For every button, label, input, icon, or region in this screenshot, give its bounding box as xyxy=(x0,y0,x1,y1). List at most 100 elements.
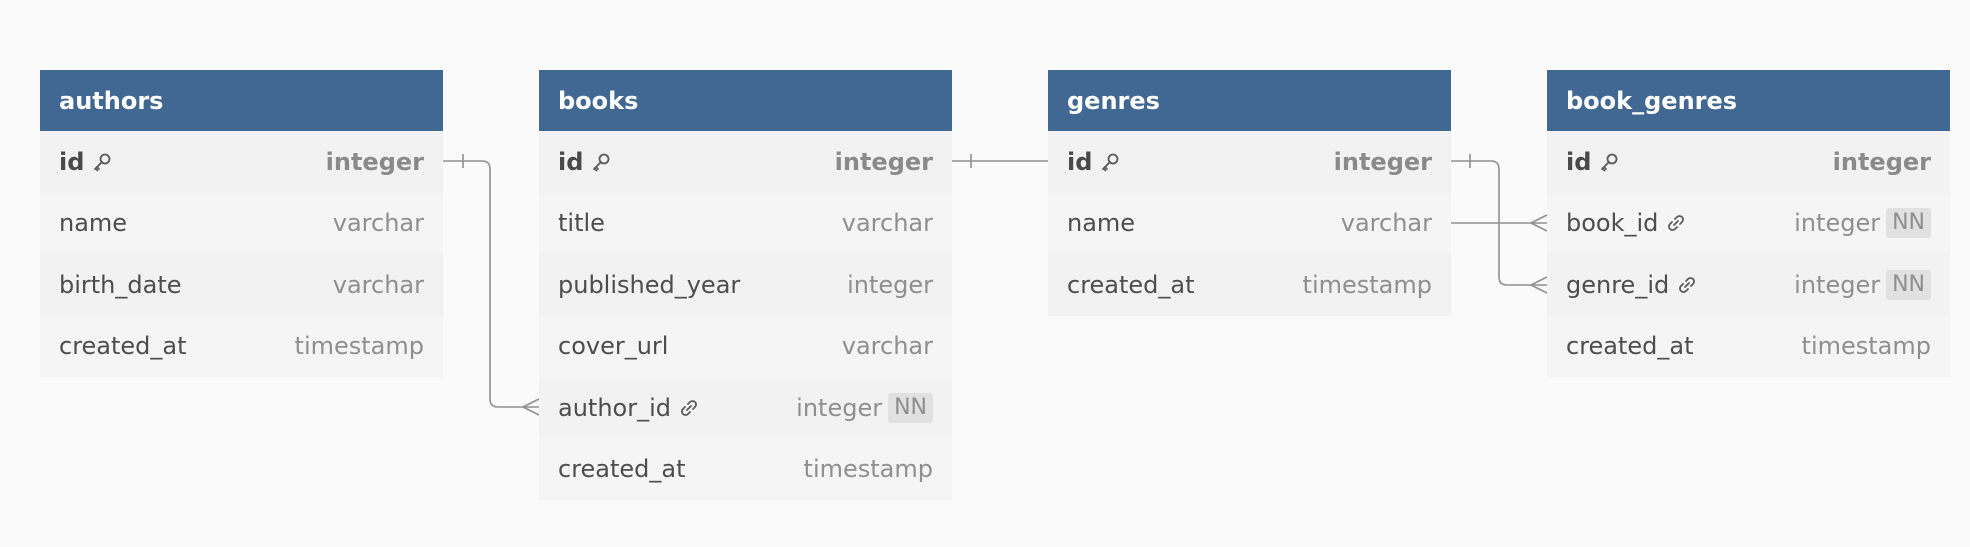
column-name-text: cover_url xyxy=(558,332,669,361)
column-name-text: published_year xyxy=(558,270,741,299)
column-row[interactable]: birth_date varchar xyxy=(40,254,443,316)
column-row[interactable]: id integer xyxy=(40,131,443,193)
column-name: id xyxy=(558,148,611,176)
column-name: book_id xyxy=(1566,209,1686,237)
column-row[interactable]: id integer xyxy=(1048,131,1451,193)
column-type: integer xyxy=(326,148,424,176)
column-type-text: integer xyxy=(834,147,933,176)
column-type-text: timestamp xyxy=(294,332,424,361)
column-name-text: created_at xyxy=(1067,270,1195,299)
key-icon xyxy=(1100,152,1120,172)
column-type-text: varchar xyxy=(1340,209,1432,238)
column-type-text: varchar xyxy=(332,270,424,299)
column-type-text: timestamp xyxy=(803,455,933,484)
column-name: id xyxy=(1566,148,1619,176)
column-name-text: name xyxy=(1067,209,1136,238)
column-name-text: title xyxy=(558,209,605,238)
column-row[interactable]: published_year integer xyxy=(539,254,952,316)
column-type-text: timestamp xyxy=(1302,270,1432,299)
column-name: title xyxy=(558,209,605,237)
not-null-badge: NN xyxy=(888,392,933,423)
column-name: birth_date xyxy=(59,271,182,299)
column-row[interactable]: created_at timestamp xyxy=(40,315,443,377)
column-name: name xyxy=(1067,209,1135,237)
column-name: created_at xyxy=(1067,271,1195,299)
table-header[interactable]: genres xyxy=(1048,70,1451,131)
link-icon xyxy=(1666,213,1686,233)
column-type: varchar xyxy=(842,332,933,360)
table-genres[interactable]: genres id integer name varchar created_at tim… xyxy=(1048,70,1451,316)
column-name-text: id xyxy=(558,147,584,176)
column-name-text: created_at xyxy=(59,332,187,361)
column-type-text: integer xyxy=(1832,147,1931,176)
column-row[interactable]: id integer xyxy=(1547,131,1950,193)
link-icon xyxy=(679,398,699,418)
column-name: cover_url xyxy=(558,332,668,360)
column-row[interactable]: title varchar xyxy=(539,192,952,254)
column-name: published_year xyxy=(558,271,740,299)
column-name: created_at xyxy=(59,332,187,360)
column-row[interactable]: name varchar xyxy=(1048,192,1451,254)
column-name-text: created_at xyxy=(558,455,686,484)
column-type: timestamp xyxy=(295,332,424,360)
table-authors[interactable]: authors id integer name varchar birth_date va… xyxy=(40,70,443,377)
column-type: integer xyxy=(835,148,933,176)
column-row[interactable]: name varchar xyxy=(40,192,443,254)
many-marker xyxy=(522,398,540,416)
column-type-text: integer xyxy=(1794,270,1881,299)
link-icon xyxy=(1677,275,1697,295)
column-row[interactable]: created_at timestamp xyxy=(539,438,952,500)
column-name: created_at xyxy=(558,455,686,483)
key-icon xyxy=(591,152,611,172)
column-type: varchar xyxy=(842,209,933,237)
relationship-line xyxy=(1451,160,1547,286)
column-row[interactable]: cover_url varchar xyxy=(539,315,952,377)
column-name-text: created_at xyxy=(1566,332,1694,361)
column-name: id xyxy=(1067,148,1120,176)
column-name-text: id xyxy=(1067,147,1093,176)
column-name: genre_id xyxy=(1566,271,1697,299)
column-name-text: author_id xyxy=(558,393,671,422)
table-header[interactable]: books xyxy=(539,70,952,131)
column-type-text: integer xyxy=(1333,147,1432,176)
column-row[interactable]: id integer xyxy=(539,131,952,193)
column-name: name xyxy=(59,209,127,237)
column-type: integer xyxy=(1334,148,1432,176)
column-type: varchar xyxy=(333,209,424,237)
many-marker xyxy=(1530,276,1548,294)
column-name-text: birth_date xyxy=(59,270,182,299)
column-type: timestamp xyxy=(804,455,933,483)
column-name: created_at xyxy=(1566,332,1694,360)
table-header[interactable]: authors xyxy=(40,70,443,131)
column-type: integer xyxy=(847,271,933,299)
column-name-text: id xyxy=(59,147,85,176)
table-header[interactable]: book_genres xyxy=(1547,70,1950,131)
column-name-text: genre_id xyxy=(1566,270,1670,299)
relationship-line xyxy=(443,160,539,408)
table-books[interactable]: books id integer title varchar published_yea… xyxy=(539,70,952,500)
column-type-text: varchar xyxy=(841,332,933,361)
column-name: id xyxy=(59,148,112,176)
not-null-badge: NN xyxy=(1886,269,1931,300)
column-type: varchar xyxy=(333,271,424,299)
column-type-text: integer xyxy=(847,270,933,299)
column-type: varchar xyxy=(1341,209,1432,237)
column-row[interactable]: created_at timestamp xyxy=(1048,254,1451,316)
column-name-text: book_id xyxy=(1566,209,1659,238)
key-icon xyxy=(1599,152,1619,172)
column-type-text: integer xyxy=(796,393,883,422)
column-type-text: varchar xyxy=(841,209,933,238)
column-type: timestamp xyxy=(1303,271,1432,299)
column-type-text: varchar xyxy=(332,209,424,238)
column-type: integer xyxy=(1833,148,1931,176)
column-name: author_id xyxy=(558,394,699,422)
key-icon xyxy=(92,152,112,172)
not-null-badge: NN xyxy=(1886,208,1931,239)
